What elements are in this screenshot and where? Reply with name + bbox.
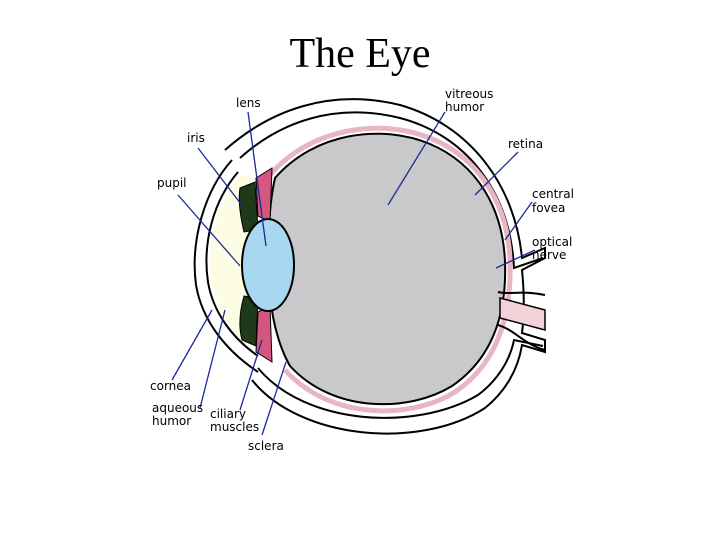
- iris-label: iris: [187, 131, 205, 145]
- retina-label: retina: [508, 137, 543, 151]
- sclera-outer-band: [224, 98, 546, 435]
- optic-nerve-sheath-top: [497, 291, 546, 296]
- cornea-pointer: [171, 309, 213, 381]
- ciliary-label-2: muscles: [210, 420, 259, 434]
- vitreous-label-1: vitreous: [445, 87, 493, 101]
- optic-nerve-sheath-bottom: [497, 324, 546, 351]
- ciliary-label-1: ciliary: [210, 407, 246, 421]
- vitreous-pointer: [387, 111, 446, 206]
- lens-pointer: [247, 111, 267, 247]
- sclera-label: sclera: [248, 439, 284, 453]
- ciliary-pointer: [239, 339, 263, 411]
- cornea-label: cornea: [150, 379, 191, 393]
- nerve-label-1: optical: [532, 235, 572, 249]
- aqueous-label-2: humor: [152, 414, 191, 428]
- pupil-label: pupil: [157, 176, 187, 190]
- lens-label: lens: [236, 96, 261, 110]
- retina-layer: [268, 125, 513, 414]
- iris-pointer: [197, 147, 245, 209]
- fovea-label-1: central: [532, 187, 574, 201]
- pupil-pointer: [177, 194, 241, 267]
- nerve-label-2: nerve: [532, 248, 566, 262]
- fovea-pointer: [504, 201, 533, 241]
- optic-nerve: [499, 297, 546, 331]
- aqueous-label-1: aqueous: [152, 401, 203, 415]
- vitreous-body: [266, 132, 507, 406]
- slide-title: The Eye: [289, 31, 431, 77]
- lens: [241, 218, 295, 312]
- aqueous-pointer: [199, 309, 226, 409]
- retina-pointer: [474, 151, 519, 196]
- nerve-pointer: [495, 249, 536, 269]
- cornea-inner: [205, 171, 259, 357]
- ciliary-muscle-top: [255, 167, 273, 223]
- sclera-pointer: [261, 361, 287, 436]
- cornea-outer: [193, 159, 259, 373]
- fovea-label-2: fovea: [532, 201, 565, 215]
- vitreous-label-2: humor: [445, 100, 484, 114]
- iris-bottom: [239, 295, 259, 347]
